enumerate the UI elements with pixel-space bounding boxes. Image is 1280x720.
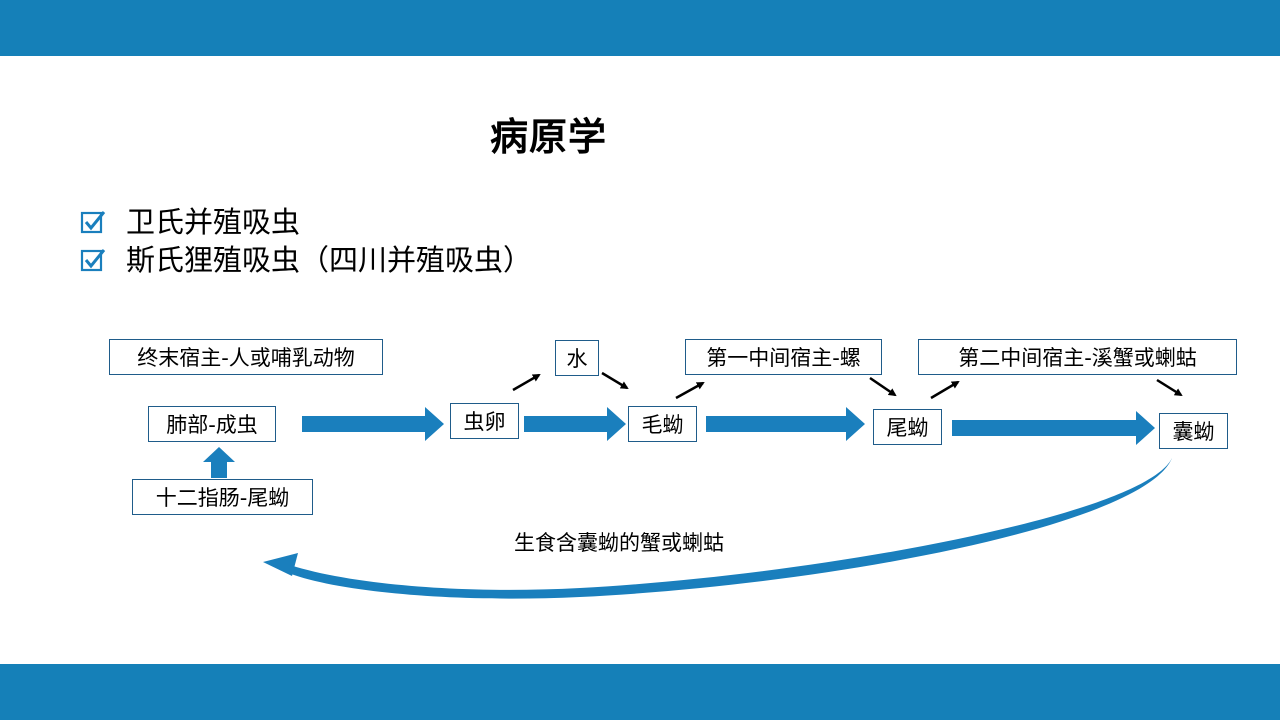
arrow-return-curve xyxy=(276,458,1172,599)
bullet-text: 斯氏狸殖吸虫（四川并殖吸虫） xyxy=(126,243,533,277)
bullet-text: 卫氏并殖吸虫 xyxy=(126,205,301,239)
definitive-host-box: 终末宿主-人或哺乳动物 xyxy=(109,339,383,375)
miracidium-box: 毛蚴 xyxy=(628,406,697,442)
adult-box: 肺部-成虫 xyxy=(148,406,276,442)
arrow-adult-to-egg xyxy=(302,407,444,441)
arrow-cercaria-to-metacercaria xyxy=(952,411,1155,445)
arrow-duodenum-to-adult xyxy=(203,447,235,478)
checkbox-icon xyxy=(80,209,106,235)
second-intermediate-host-box: 第二中间宿主-溪蟹或蝲蛄 xyxy=(918,339,1237,375)
water-box: 水 xyxy=(555,340,599,376)
checkbox-icon xyxy=(80,247,106,273)
infection-route-caption: 生食含囊蚴的蟹或蝲蛄 xyxy=(514,531,724,555)
bullet-item: 斯氏狸殖吸虫（四川并殖吸虫） xyxy=(80,240,532,280)
bottom-band xyxy=(0,664,1280,720)
egg-box: 虫卵 xyxy=(450,403,519,439)
duodenum-box: 十二指肠-尾蚴 xyxy=(132,479,313,515)
metacercaria-box: 囊蚴 xyxy=(1159,413,1228,449)
first-intermediate-host-box: 第一中间宿主-螺 xyxy=(685,339,882,375)
cercaria-box: 尾蚴 xyxy=(873,409,942,445)
page-title: 病原学 xyxy=(490,115,608,159)
arrow-egg-to-miracidium xyxy=(524,407,626,441)
arrow-miracidium-to-cercaria xyxy=(706,407,865,441)
bullet-item: 卫氏并殖吸虫 xyxy=(80,202,300,242)
top-band xyxy=(0,0,1280,56)
arrow-return-head xyxy=(263,553,298,576)
